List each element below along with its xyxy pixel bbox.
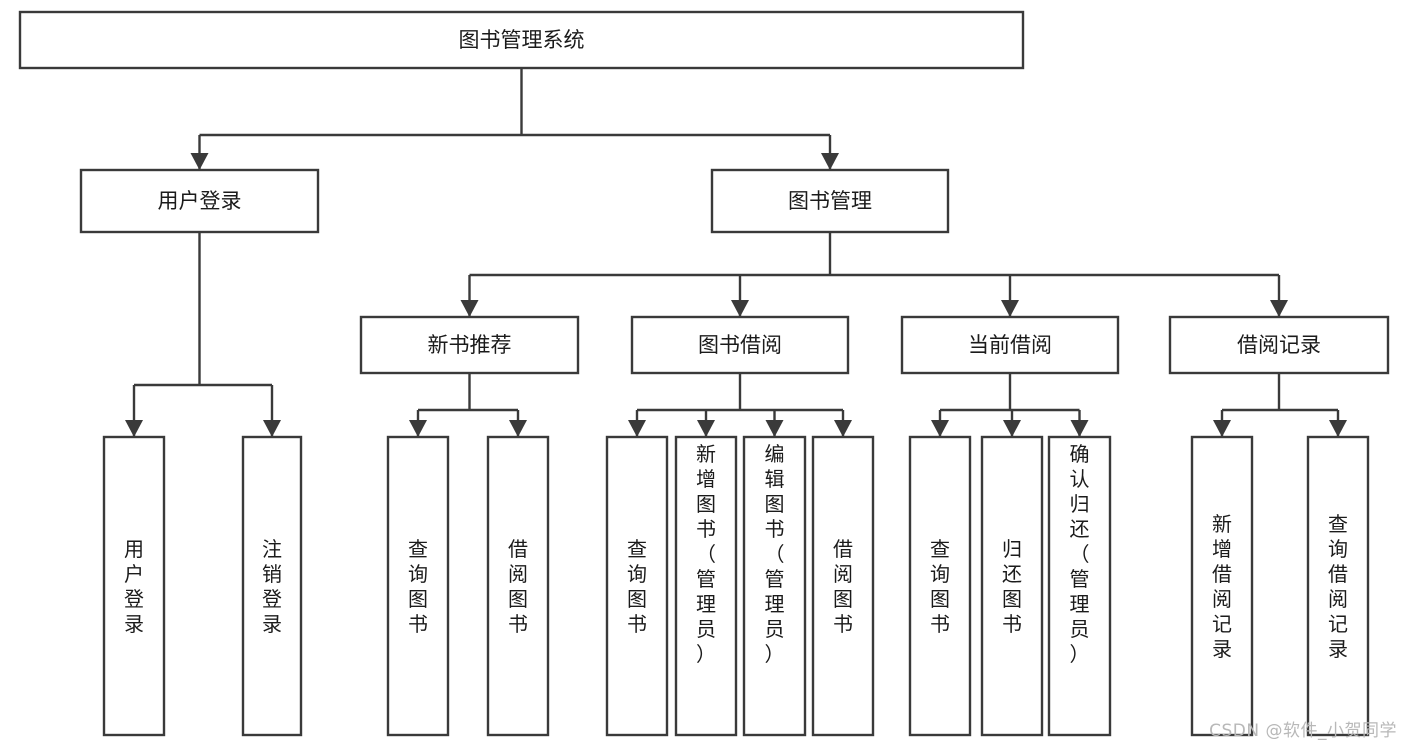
node-label: 用户登录 bbox=[124, 537, 144, 636]
node-box bbox=[486, 435, 550, 737]
node-l3-1-图书借阅[interactable]: 图书借阅 bbox=[630, 315, 850, 375]
node-l4-6-编辑图书（管理员）[interactable]: 编辑图书（管理员） bbox=[742, 435, 807, 737]
arrowhead-icon bbox=[731, 300, 749, 317]
arrowhead-icon bbox=[834, 420, 852, 437]
node-label: 用户登录 bbox=[158, 189, 242, 213]
node-l4-2-查询图书[interactable]: 查询图书 bbox=[386, 435, 450, 737]
node-l2-0-用户登录[interactable]: 用户登录 bbox=[79, 168, 320, 234]
node-label: 编辑图书（管理员） bbox=[765, 442, 785, 666]
node-box bbox=[79, 168, 320, 234]
node-box bbox=[710, 168, 950, 234]
node-label: 查询图书 bbox=[408, 537, 428, 636]
node-l4-4-查询图书[interactable]: 查询图书 bbox=[605, 435, 669, 737]
node-box bbox=[102, 435, 166, 737]
arrowhead-icon bbox=[1003, 420, 1021, 437]
node-l3-2-当前借阅[interactable]: 当前借阅 bbox=[900, 315, 1120, 375]
node-label: 图书借阅 bbox=[698, 333, 782, 357]
node-label: 图书管理系统 bbox=[459, 28, 585, 52]
node-l4-7-借阅图书[interactable]: 借阅图书 bbox=[811, 435, 875, 737]
node-label: 查询图书 bbox=[627, 537, 647, 636]
node-label: 借阅图书 bbox=[833, 537, 853, 636]
node-label: 查询图书 bbox=[930, 537, 950, 636]
node-l4-1-注销登录[interactable]: 注销登录 bbox=[241, 435, 303, 737]
node-l3-3-借阅记录[interactable]: 借阅记录 bbox=[1168, 315, 1390, 375]
node-box bbox=[811, 435, 875, 737]
node-l3-0-新书推荐[interactable]: 新书推荐 bbox=[359, 315, 580, 375]
node-box bbox=[742, 435, 807, 737]
arrowhead-icon bbox=[1070, 420, 1089, 437]
arrowhead-icon bbox=[509, 420, 527, 437]
node-l4-10-确认归还（管理员）[interactable]: 确认归还（管理员） bbox=[1047, 435, 1112, 737]
arrowhead-icon bbox=[765, 420, 784, 437]
node-box bbox=[1168, 315, 1390, 375]
node-box bbox=[900, 315, 1120, 375]
node-box bbox=[908, 435, 972, 737]
node-l4-8-查询图书[interactable]: 查询图书 bbox=[908, 435, 972, 737]
node-label: 注销登录 bbox=[262, 537, 282, 636]
node-box bbox=[386, 435, 450, 737]
node-l4-12-查询借阅记录[interactable]: 查询借阅记录 bbox=[1306, 435, 1370, 737]
node-label: 借阅图书 bbox=[508, 537, 528, 636]
node-label: 归还图书 bbox=[1002, 537, 1022, 636]
node-label: 新增借阅记录 bbox=[1212, 512, 1232, 661]
arrowhead-icon bbox=[263, 420, 281, 437]
arrowhead-icon bbox=[1270, 300, 1288, 317]
arrowhead-icon bbox=[125, 420, 143, 437]
arrowhead-icon bbox=[1001, 300, 1019, 317]
node-l4-5-新增图书（管理员）[interactable]: 新增图书（管理员） bbox=[674, 435, 738, 737]
arrowhead-icon bbox=[190, 153, 209, 170]
node-label: 当前借阅 bbox=[968, 333, 1052, 357]
arrowhead-icon bbox=[628, 420, 646, 437]
arrowhead-icon bbox=[460, 300, 479, 317]
node-l4-0-用户登录[interactable]: 用户登录 bbox=[102, 435, 166, 737]
arrowhead-icon bbox=[1329, 420, 1347, 437]
node-l2-1-图书管理[interactable]: 图书管理 bbox=[710, 168, 950, 234]
arrowhead-icon bbox=[697, 420, 715, 437]
node-label: 借阅记录 bbox=[1237, 333, 1321, 357]
node-l4-3-借阅图书[interactable]: 借阅图书 bbox=[486, 435, 550, 737]
node-l4-11-新增借阅记录[interactable]: 新增借阅记录 bbox=[1190, 435, 1254, 737]
connector-edges bbox=[125, 68, 1347, 437]
node-label: 查询借阅记录 bbox=[1328, 512, 1348, 661]
node-box bbox=[630, 315, 850, 375]
node-box bbox=[980, 435, 1044, 737]
node-box bbox=[1190, 435, 1254, 737]
node-label: 新书推荐 bbox=[428, 333, 512, 357]
node-label: 图书管理 bbox=[788, 189, 872, 213]
arrowhead-icon bbox=[409, 420, 427, 437]
diagram-nodes: 图书管理系统用户登录图书管理新书推荐图书借阅当前借阅借阅记录用户登录注销登录查询… bbox=[18, 10, 1390, 737]
arrowhead-icon bbox=[821, 153, 839, 170]
node-l4-9-归还图书[interactable]: 归还图书 bbox=[980, 435, 1044, 737]
node-box bbox=[241, 435, 303, 737]
node-图书管理系统[interactable]: 图书管理系统 bbox=[18, 10, 1025, 70]
node-box bbox=[18, 10, 1025, 70]
node-box bbox=[1306, 435, 1370, 737]
node-label: 新增图书（管理员） bbox=[696, 442, 716, 666]
arrowhead-icon bbox=[1213, 420, 1231, 437]
node-box bbox=[359, 315, 580, 375]
node-box bbox=[605, 435, 669, 737]
node-box bbox=[674, 435, 738, 737]
node-box bbox=[1047, 435, 1112, 737]
node-label: 确认归还（管理员） bbox=[1070, 442, 1090, 666]
arrowhead-icon bbox=[931, 420, 949, 437]
